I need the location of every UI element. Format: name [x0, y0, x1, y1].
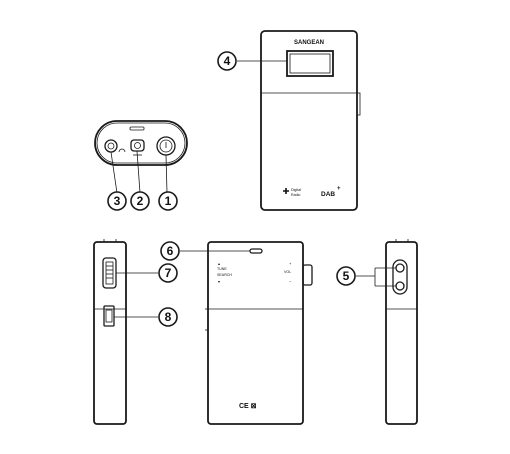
callout-2: 2 — [131, 192, 149, 210]
svg-text:DAB: DAB — [321, 191, 335, 198]
svg-text:Radio: Radio — [291, 193, 300, 197]
top-end-view — [95, 121, 187, 193]
svg-text:Digital: Digital — [291, 188, 301, 192]
callout-4: 4 — [218, 52, 236, 70]
svg-text:2: 2 — [137, 194, 144, 208]
vol-label: VOL — [284, 270, 291, 274]
digital-radio-logo: Digital Radio — [283, 188, 301, 197]
callout-1: 1 — [159, 192, 177, 210]
svg-text:▴: ▴ — [218, 261, 220, 266]
svg-text:–: – — [289, 278, 292, 283]
tune-label: TUNE — [217, 267, 227, 271]
svg-text:5: 5 — [343, 269, 350, 283]
callout-5: 5 — [337, 267, 355, 285]
svg-text:+: + — [289, 261, 292, 266]
search-label: SEARCH — [217, 273, 232, 277]
svg-text:▾: ▾ — [218, 279, 220, 284]
brand-text: SANGEAN — [294, 40, 324, 46]
svg-text:8: 8 — [165, 310, 172, 324]
svg-text:6: 6 — [167, 244, 174, 258]
right-side-view — [356, 239, 417, 424]
svg-text:7: 7 — [165, 266, 172, 280]
back-view: TUNE SEARCH ▴ ▾ VOL + – CE ⊠ — [180, 242, 312, 424]
svg-text:+: + — [337, 186, 341, 192]
compliance-marks: CE ⊠ — [239, 403, 257, 410]
front-view: SANGEAN Digital Radio DAB + — [237, 31, 360, 210]
left-side-view — [94, 239, 158, 424]
svg-text:4: 4 — [224, 54, 231, 68]
callout-6: 6 — [161, 242, 179, 260]
dab-logo: DAB + — [321, 186, 341, 198]
svg-text:1: 1 — [165, 194, 172, 208]
callout-3: 3 — [108, 192, 126, 210]
svg-text:3: 3 — [114, 194, 121, 208]
callout-8: 8 — [159, 308, 177, 326]
callout-7: 7 — [159, 264, 177, 282]
